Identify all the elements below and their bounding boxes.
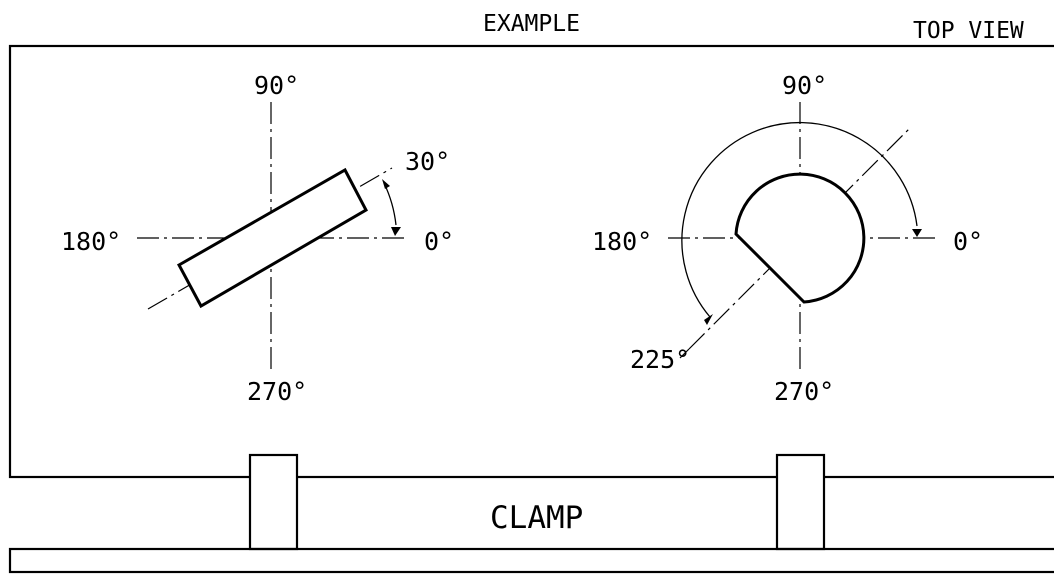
- right-225-leader: [679, 348, 690, 359]
- clamp-assembly: CLAMP: [8, 453, 1054, 574]
- right-rotation-arc: [681, 121, 918, 318]
- left-label-180: 180°: [61, 227, 121, 256]
- right-label-180: 180°: [592, 227, 652, 256]
- right-arc-arrowhead-start: [912, 229, 922, 237]
- rectangular-part: [176, 167, 368, 309]
- left-angle-label: 30°: [405, 147, 450, 176]
- right-label-0: 0°: [953, 227, 983, 256]
- clamp-label: CLAMP: [490, 500, 583, 536]
- clamp-post-right: [775, 453, 826, 551]
- right-figure: 90° 180° 0° 270° 225°: [592, 71, 983, 406]
- right-arc-arrowhead-end: [704, 314, 713, 325]
- left-arc-arrowhead-bottom: [391, 227, 401, 236]
- example-label: EXAMPLE: [483, 11, 580, 37]
- right-label-270: 270°: [774, 377, 834, 406]
- left-figure: 90° 180° 0° 270° 30°: [61, 71, 454, 406]
- left-arc-arrowhead-top: [382, 179, 390, 189]
- circular-part: [734, 172, 866, 304]
- clamp-post-left: [248, 453, 299, 551]
- clamp-base: [8, 547, 1054, 574]
- workpiece-frame: [8, 44, 1054, 479]
- right-label-90: 90°: [782, 71, 827, 100]
- top-view-label: TOP VIEW: [913, 18, 1024, 44]
- right-angle-label: 225°: [630, 345, 690, 374]
- left-label-0: 0°: [424, 227, 454, 256]
- left-label-270: 270°: [247, 377, 307, 406]
- left-angle-arc: [383, 182, 397, 226]
- left-label-90: 90°: [254, 71, 299, 100]
